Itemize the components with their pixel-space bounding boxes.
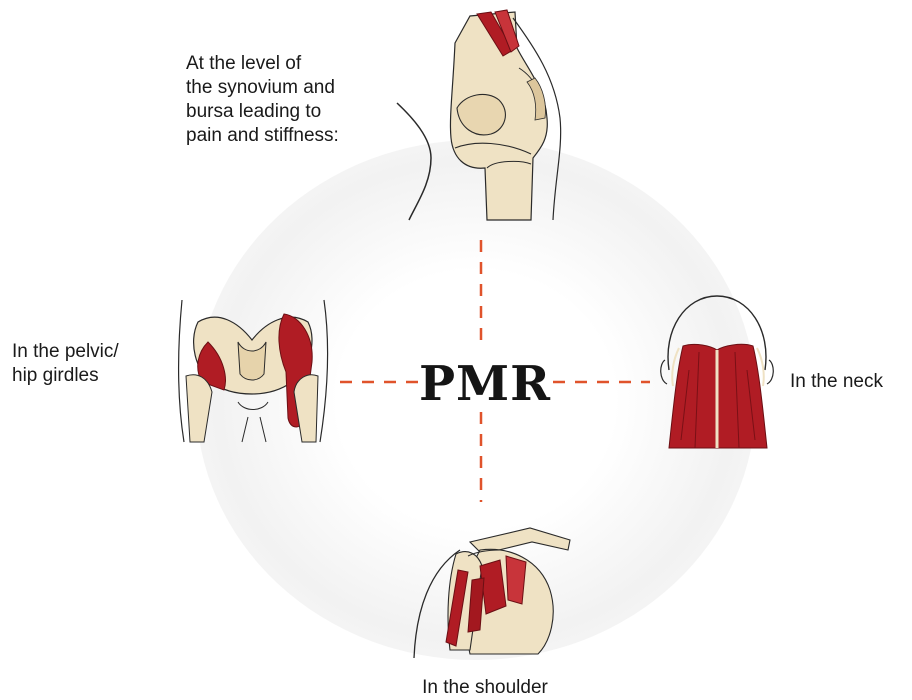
- pelvis-label-line: hip girdles: [12, 364, 119, 388]
- center-title: PMR: [400, 352, 570, 416]
- knee-label-line: At the level of: [186, 52, 339, 76]
- knee-label: At the level of the synovium and bursa l…: [186, 52, 339, 148]
- knee-joint-illustration: [395, 8, 565, 223]
- pelvis-hip-illustration: [168, 282, 338, 452]
- knee-label-line: the synovium and: [186, 76, 339, 100]
- shoulder-muscles-illustration: [410, 520, 580, 660]
- neck-label: In the neck: [790, 370, 883, 394]
- pelvis-label-line: In the pelvic/: [12, 340, 119, 364]
- pelvis-label: In the pelvic/ hip girdles: [12, 340, 119, 388]
- neck-muscles-illustration: [655, 290, 780, 450]
- shoulder-label: In the shoulder: [400, 676, 570, 700]
- knee-label-line: pain and stiffness:: [186, 124, 339, 148]
- knee-label-line: bursa leading to: [186, 100, 339, 124]
